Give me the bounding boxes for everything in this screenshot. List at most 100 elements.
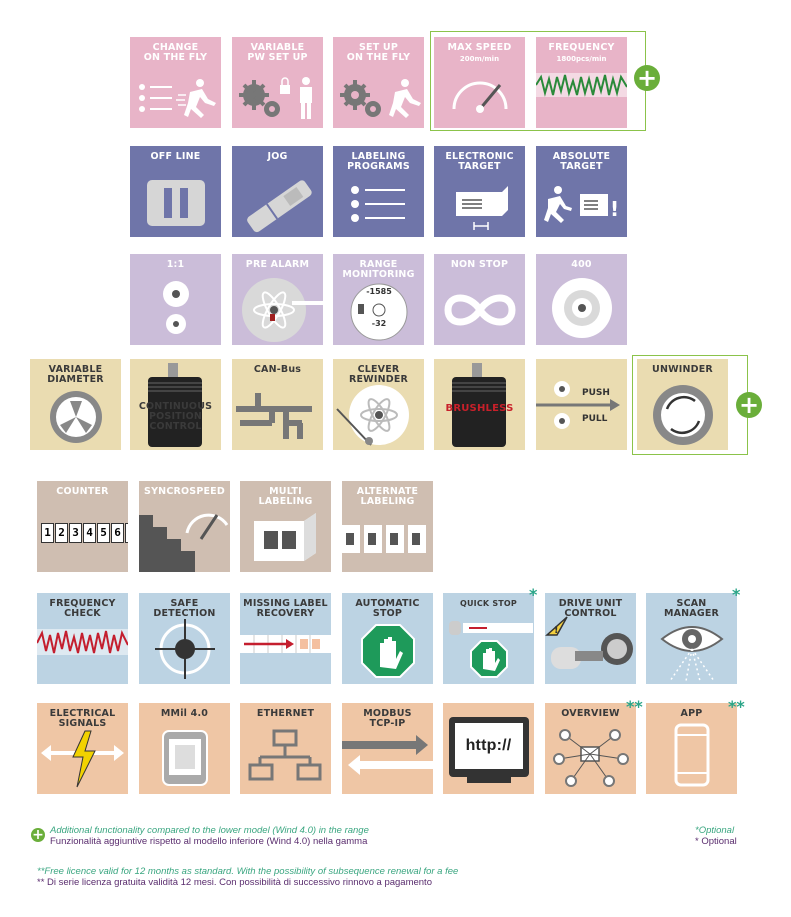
tile-label: FREQUENCY — [548, 42, 615, 53]
scan-manager-tile: SCAN MANAGER — [646, 593, 737, 684]
tile-label: ELECTRICAL SIGNALS — [49, 708, 116, 729]
motor-icon — [148, 363, 202, 447]
overview-network-icon — [553, 729, 629, 787]
non-stop-tile: NON STOP — [434, 254, 525, 345]
set-up-on-the-fly-tile: SET UP ON THE FLY — [333, 37, 424, 128]
tile-label: OFF LINE — [150, 151, 201, 162]
target-box-icon — [456, 186, 508, 230]
tile-sublabel: 200m/min — [459, 55, 500, 63]
tile-label: MAX SPEED — [447, 42, 512, 53]
range-gauge-icon: -1585 -32 — [350, 283, 408, 341]
monitor-icon — [449, 717, 529, 783]
unwinder-tile: UNWINDER — [637, 359, 728, 450]
frequency-check-tile: FREQUENCY CHECK — [37, 593, 128, 684]
tile-label: LABELING PROGRAMS — [347, 151, 410, 172]
runner-target-icon: ! — [544, 186, 619, 223]
tile-label: ETHERNET — [256, 708, 315, 719]
tile-label: DRIVE UNIT CONTROL — [558, 598, 623, 619]
tile-label: VARIABLE PW SET UP — [247, 42, 308, 63]
multi-label-box-icon — [254, 513, 316, 561]
tile-label: 400 — [571, 259, 592, 270]
tile-label: PRE ALARM — [245, 259, 310, 270]
counter-digit: 7 — [125, 523, 128, 543]
tile-label: UNWINDER — [652, 364, 713, 375]
tile-label: BRUSHLESS — [445, 403, 514, 414]
off-line-tile: OFF LINE — [130, 146, 221, 237]
tile-label: AUTOMATIC STOP — [355, 598, 420, 619]
tile-label: MULTI LABELING — [258, 486, 313, 507]
plus-icon: + — [31, 827, 45, 843]
four-hundred-tile: 400 — [536, 254, 627, 345]
counter-digit: 5 — [97, 523, 110, 543]
http-label: http:// — [465, 737, 512, 754]
bus-network-icon — [236, 393, 312, 439]
tile-label: SET UP ON THE FLY — [346, 42, 411, 63]
footer-optional-it: * Optional — [695, 836, 737, 847]
footer-additional-it: Funzionalità aggiuntive rispetto al mode… — [50, 836, 368, 847]
rewinder-reel-icon — [336, 385, 409, 446]
plus-icon: + — [634, 65, 660, 91]
network-icon — [248, 729, 322, 781]
frequency-tile: FREQUENCY 1800pcs/min — [536, 37, 627, 128]
roller-icon — [247, 180, 312, 233]
list-runner-icon — [139, 79, 216, 118]
push-pull-icon: PUSH PULL — [536, 381, 620, 429]
optional-star: * — [732, 585, 741, 604]
gears-runner-icon — [340, 79, 421, 118]
frequency-wave-icon — [536, 73, 627, 97]
electrical-signals-tile: ELECTRICAL SIGNALS — [37, 703, 128, 794]
stop-hand-icon — [361, 624, 415, 678]
frequency-check-wave-icon — [37, 629, 128, 655]
push-label: PUSH — [582, 388, 610, 398]
jog-tile: JOG — [232, 146, 323, 237]
tile-label: OVERVIEW — [561, 708, 620, 719]
two-rolls-icon — [163, 281, 189, 334]
diameter-reel-icon — [50, 391, 102, 443]
counter-digits: 1 2 3 4 5 6 7 — [41, 523, 128, 543]
labeling-programs-tile: LABELING PROGRAMS — [333, 146, 424, 237]
crosshair-icon — [155, 619, 215, 679]
tile-label: SAFE DETECTION — [153, 598, 216, 619]
speedometer-icon — [452, 81, 508, 113]
app-tile: APP — [646, 703, 737, 794]
counter-digit: 2 — [55, 523, 68, 543]
tile-label: ABSOLUTE TARGET — [552, 151, 611, 172]
pre-alarm-tile: PRE ALARM — [232, 254, 323, 345]
footer-optional-en: *Optional — [695, 825, 735, 836]
tile-label: FREQUENCY CHECK — [49, 598, 116, 619]
tile-label: NON STOP — [450, 259, 509, 270]
tile-label: ALTERNATE LABELING — [356, 486, 419, 507]
tile-label: APP — [680, 708, 703, 719]
optional-star: * — [529, 585, 538, 604]
stairs-gauge-icon — [139, 513, 229, 572]
tile-label: CLEVER REWINDER — [348, 364, 409, 385]
tile-label: ELECTRONIC TARGET — [445, 151, 514, 172]
drive-unit-warning-icon: ! — [545, 616, 633, 669]
syncrospeed-tile: SYNCROSPEED — [139, 481, 230, 572]
continuous-position-control-tile: CONTINUOUS POSITION CONTROL — [130, 359, 221, 450]
tile-label: MMil 4.0 — [160, 708, 209, 719]
mmii-tile: MMil 4.0 — [139, 703, 230, 794]
ethernet-tile: ETHERNET — [240, 703, 331, 794]
range-monitoring-tile: RANGE MONITORING -1585 -32 — [333, 254, 424, 345]
licence-star: ** — [728, 697, 745, 716]
alternate-boxes-icon — [342, 525, 426, 553]
footer-licence-en: **Free licence valid for 12 months as st… — [37, 866, 459, 877]
absolute-target-tile: ABSOLUTE TARGET ! — [536, 146, 627, 237]
electronic-target-tile: ELECTRONIC TARGET — [434, 146, 525, 237]
tile-label: MODBUS TCP-IP — [363, 708, 412, 729]
counter-digit: 6 — [111, 523, 124, 543]
tile-label: MISSING LABEL RECOVERY — [243, 598, 328, 619]
counter-digit: 4 — [83, 523, 96, 543]
reel-alarm-icon — [242, 278, 323, 342]
list-icon — [351, 186, 405, 222]
footer-licence-it: ** Di serie licenza gratuita validità 12… — [37, 877, 432, 888]
variable-diameter-tile: VARIABLE DIAMETER — [30, 359, 121, 450]
tile-label: SYNCROSPEED — [144, 486, 225, 497]
max-speed-tile: MAX SPEED 200m/min — [434, 37, 525, 128]
licence-star: ** — [626, 697, 643, 716]
modbus-tile: MODBUS TCP-IP — [342, 703, 433, 794]
counter-tile: COUNTER 1 2 3 4 5 6 7 — [37, 481, 128, 572]
clever-rewinder-tile: CLEVER REWINDER — [333, 359, 424, 450]
tile-label: VARIABLE DIAMETER — [47, 364, 104, 385]
